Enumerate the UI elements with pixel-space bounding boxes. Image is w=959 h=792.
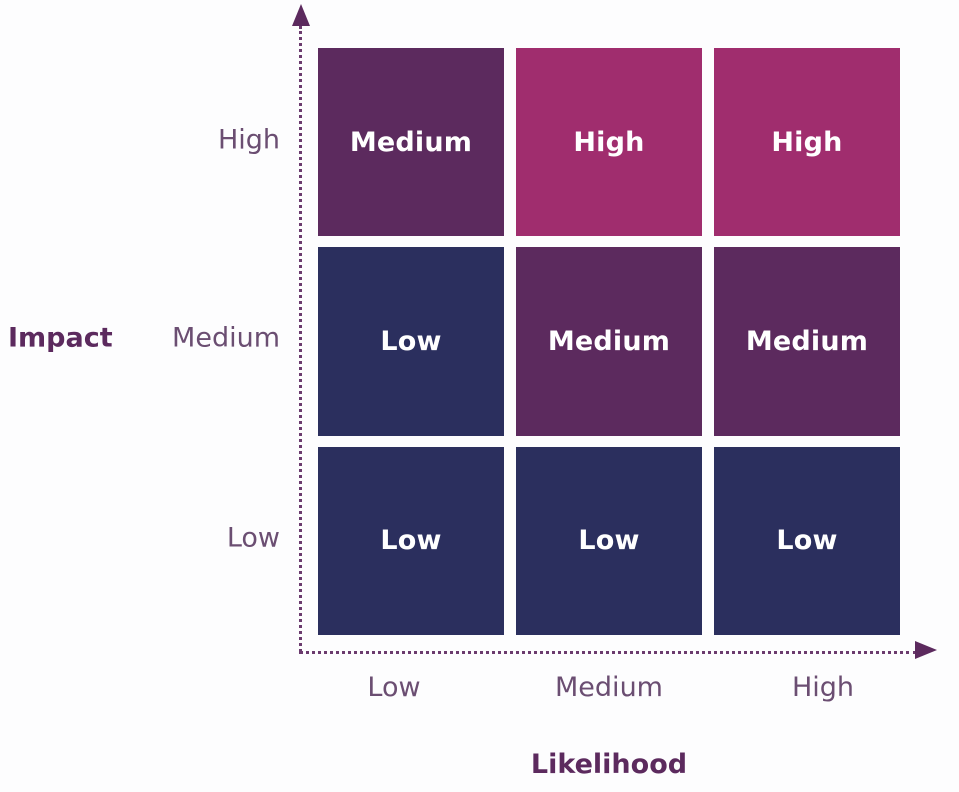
- y-axis-tick-high: High: [217, 124, 280, 156]
- matrix-cell-medium-impact-low-likelihood[interactable]: Low: [318, 247, 504, 436]
- arrow-right-icon: [915, 641, 937, 659]
- x-axis-tick-medium: Medium: [555, 672, 663, 703]
- matrix-cell-low-impact-medium-likelihood[interactable]: Low: [516, 446, 702, 635]
- matrix-cell-high-impact-medium-likelihood[interactable]: High: [516, 48, 702, 237]
- matrix-cell-high-impact-high-likelihood[interactable]: High: [714, 48, 900, 237]
- matrix-cell-low-impact-high-likelihood[interactable]: Low: [714, 446, 900, 635]
- arrow-up-icon: [292, 4, 310, 26]
- x-axis-title: Likelihood: [530, 749, 688, 780]
- matrix-cell-medium-impact-medium-likelihood[interactable]: Medium: [516, 247, 702, 436]
- matrix-cell-medium-impact-high-likelihood[interactable]: Medium: [714, 247, 900, 436]
- risk-matrix-grid: Medium High High Low Medium Medium Low L…: [318, 48, 900, 635]
- matrix-cell-low-impact-low-likelihood[interactable]: Low: [318, 446, 504, 635]
- x-axis-line: [299, 651, 917, 654]
- y-axis-line: [299, 26, 302, 652]
- y-axis-tick-low: Low: [226, 522, 280, 554]
- y-axis-tick-medium: Medium: [172, 322, 280, 354]
- x-axis-tick-low: Low: [367, 672, 421, 703]
- x-axis-tick-high: High: [791, 672, 855, 703]
- y-axis-title: Impact: [8, 322, 113, 354]
- matrix-cell-high-impact-low-likelihood[interactable]: Medium: [318, 48, 504, 237]
